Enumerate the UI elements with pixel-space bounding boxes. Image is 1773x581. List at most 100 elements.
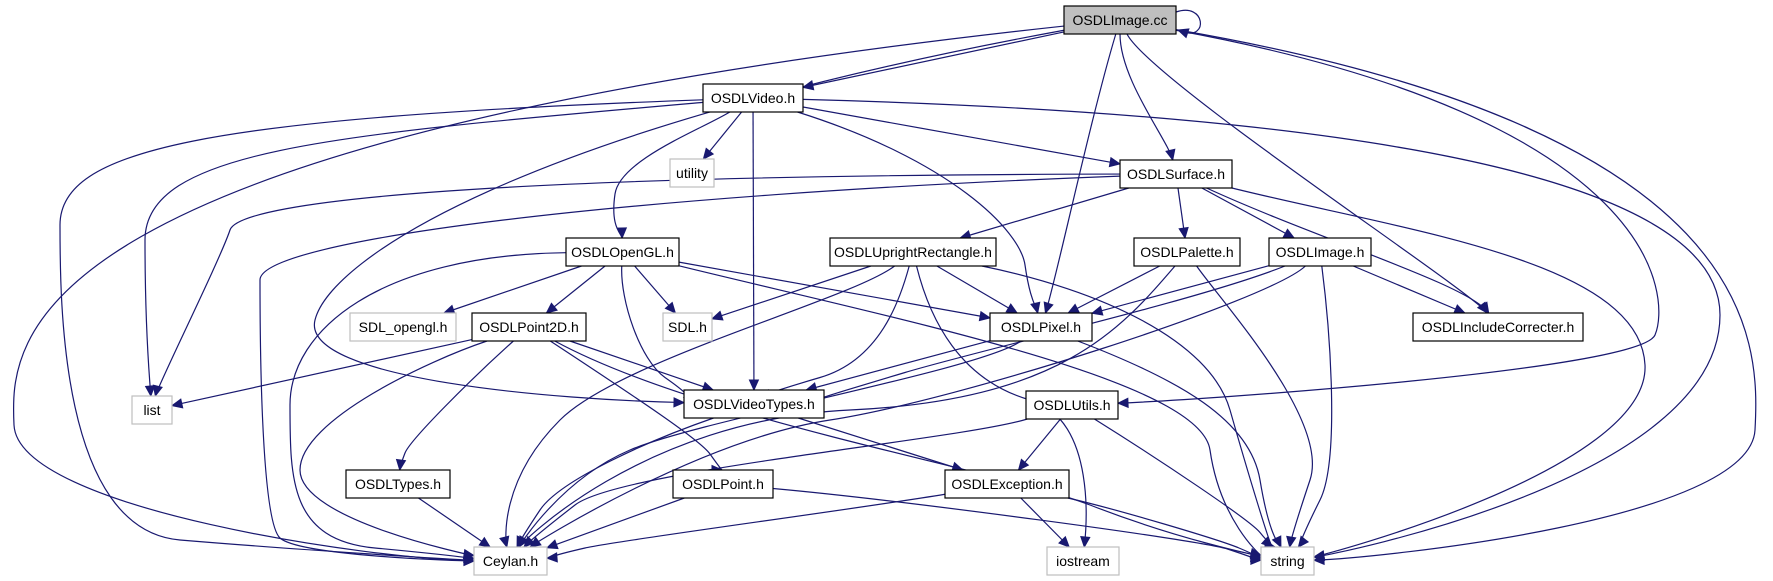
node-label: OSDLOpenGL.h: [571, 244, 674, 260]
node-surface[interactable]: OSDLSurface.h: [1119, 159, 1233, 189]
edge-utils-ceylan: [523, 418, 1028, 548]
node-video[interactable]: OSDLVideo.h: [702, 83, 804, 113]
edge-root-videotypes: [314, 29, 1065, 408]
node-label: OSDLPoint2D.h: [479, 319, 579, 335]
edge-surface-list: [152, 173, 1121, 398]
arrowhead: [1478, 301, 1490, 315]
node-point[interactable]: OSDLPoint.h: [672, 469, 774, 499]
node-utils[interactable]: OSDLUtils.h: [1025, 390, 1119, 420]
node-box: [565, 237, 680, 267]
edge-uprect-pixel: [936, 265, 1019, 314]
edge-line: [418, 497, 491, 548]
node-sdl: SDL.h: [662, 312, 713, 342]
edge-line: [259, 175, 1121, 562]
node-ceylan: Ceylan.h: [473, 546, 548, 576]
arrowhead: [1271, 535, 1282, 549]
edge-line: [1126, 33, 1488, 314]
edge-surface-palette: [1177, 187, 1189, 240]
edge-opengl-ceylan: [289, 252, 567, 563]
arrowhead: [978, 310, 992, 322]
node-root[interactable]: OSDLImage.cc: [1063, 5, 1177, 35]
edge-line: [314, 29, 1065, 404]
arrowhead: [170, 398, 184, 409]
node-videotypes[interactable]: OSDLVideoTypes.h: [683, 389, 825, 419]
edge-line: [443, 265, 582, 314]
node-box: [471, 312, 587, 342]
edge-line: [1067, 265, 1161, 314]
node-label: OSDLPoint.h: [682, 476, 764, 492]
arrowhead: [664, 301, 677, 314]
edge-opengl-sdl: [634, 265, 677, 314]
edge-point2d-list: [170, 338, 473, 409]
arrowhead: [710, 310, 724, 321]
arrowhead: [702, 147, 715, 160]
arrowhead: [523, 535, 536, 548]
edge-line: [1044, 33, 1117, 314]
node-box: [702, 83, 804, 113]
edge-line: [1231, 187, 1646, 558]
edge-surface-inccorr: [1206, 187, 1490, 315]
edge-line: [529, 265, 1306, 548]
node-image[interactable]: OSDLImage.h: [1268, 237, 1372, 267]
edge-line: [1175, 29, 1757, 561]
edge-line: [797, 111, 1039, 314]
edge-line: [289, 252, 567, 560]
node-pixel[interactable]: OSDLPixel.h: [989, 312, 1093, 342]
node-label: OSDLVideoTypes.h: [693, 396, 815, 412]
node-box: [1412, 312, 1584, 342]
edge-opengl-point2d: [545, 265, 606, 314]
arrowhead: [673, 397, 686, 408]
edge-video-list: [144, 101, 704, 398]
edge-video-surface: [802, 106, 1122, 168]
node-label: OSDLPalette.h: [1140, 244, 1233, 260]
arrowhead: [1312, 550, 1326, 561]
arrowhead: [545, 539, 559, 550]
node-label: OSDLImage.h: [1276, 244, 1365, 260]
arrowhead: [1058, 535, 1071, 548]
arrowhead: [1282, 228, 1296, 239]
node-point2d[interactable]: OSDLPoint2D.h: [471, 312, 587, 342]
edge-point-ceylan: [545, 497, 685, 550]
edge-root-pixel: [1043, 33, 1117, 315]
node-label: OSDLException.h: [951, 476, 1062, 492]
edge-line: [1091, 265, 1270, 314]
edge-line: [1201, 187, 1295, 239]
edge-image-string: [1297, 265, 1333, 548]
node-box: [131, 395, 173, 425]
node-types[interactable]: OSDLTypes.h: [345, 469, 451, 499]
node-utility: utility: [669, 158, 715, 188]
edge-surface-string: [1231, 187, 1646, 561]
arrowhead: [1030, 301, 1041, 315]
edge-root-video: [801, 31, 1065, 91]
arrowhead: [1165, 148, 1176, 162]
node-box: [349, 312, 457, 342]
edge-root-utils: [1116, 29, 1660, 409]
node-inccorr[interactable]: OSDLIncludeCorrecter.h: [1412, 312, 1584, 342]
node-label: OSDLVideo.h: [711, 90, 795, 106]
node-label: list: [143, 402, 160, 418]
arrowhead: [1453, 304, 1466, 314]
edge-pixel-videotypes: [805, 340, 991, 393]
edge-line: [981, 265, 1273, 548]
edge-point2d-ceylan: [299, 340, 488, 560]
node-opengl[interactable]: OSDLOpenGL.h: [565, 237, 680, 267]
arrowhead: [1297, 535, 1310, 548]
node-uprect[interactable]: OSDLUprightRectangle.h: [829, 237, 997, 267]
arrowhead: [152, 384, 163, 398]
node-box: [1268, 237, 1372, 267]
node-label: string: [1270, 553, 1304, 569]
node-box: [1133, 237, 1241, 267]
edge-root-string: [1175, 29, 1757, 566]
edge-opengl-sdlopengl: [442, 265, 582, 315]
edge-line: [936, 265, 1018, 314]
node-box: [669, 158, 715, 188]
node-palette[interactable]: OSDLPalette.h: [1133, 237, 1241, 267]
arrowhead: [1080, 536, 1091, 549]
node-exception[interactable]: OSDLException.h: [944, 469, 1070, 499]
edge-point2d-videotypes: [569, 340, 715, 392]
edge-uprect-videotypes: [756, 265, 910, 402]
arrowhead: [1178, 226, 1189, 240]
node-label: SDL_opengl.h: [359, 319, 448, 335]
node-box: [672, 469, 774, 499]
edge-exception-ceylan: [545, 493, 946, 563]
